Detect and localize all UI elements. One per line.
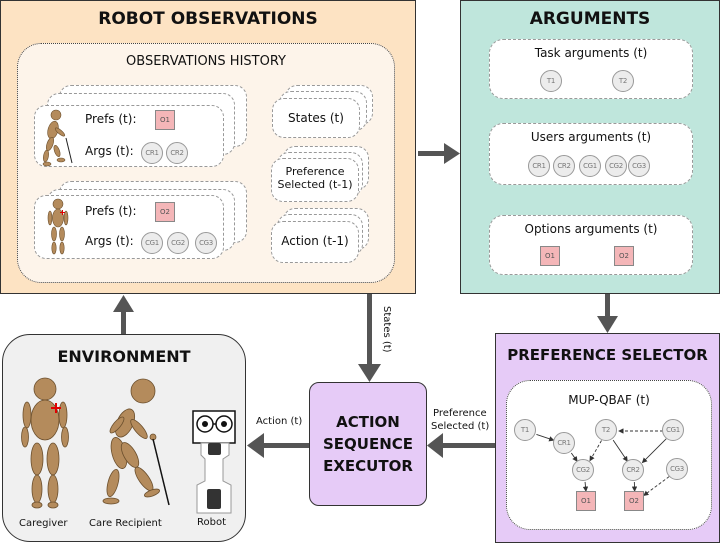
task-node-t2: T2 xyxy=(612,70,634,92)
task-node-t1: T1 xyxy=(540,70,562,92)
user-node: CG2 xyxy=(605,155,627,177)
arguments-panel: ARGUMENTS Task arguments (t) T1 T2 Users… xyxy=(460,0,720,294)
qbaf-edge-cg2-o1 xyxy=(585,482,586,491)
observations-history-title: OBSERVATIONS HISTORY xyxy=(18,54,394,69)
qbaf-node-o2: O2 xyxy=(624,491,644,511)
arrow-to-arguments-head xyxy=(444,143,460,164)
qbaf-edge-cg1-cr2 xyxy=(642,439,666,463)
users-arguments-title: Users arguments (t) xyxy=(490,130,692,144)
user-node: CR1 xyxy=(528,155,550,177)
arrow-observe-head xyxy=(113,295,134,312)
qbaf-node-o1: O1 xyxy=(576,491,596,511)
options-arguments-title: Options arguments (t) xyxy=(490,222,692,236)
qbaf-node-cr2: CR2 xyxy=(622,459,644,481)
preference-selected-label-2: Selected (t-1) xyxy=(272,178,358,191)
preference-selected-history-card[interactable]: Preference Selected (t-1) xyxy=(271,158,359,202)
robot-observations-panel: ROBOT OBSERVATIONS OBSERVATIONS HISTORY … xyxy=(0,0,416,294)
args-label: Args (t): xyxy=(85,144,134,158)
arg-node: CG3 xyxy=(195,232,217,254)
arrow-to-selector-head xyxy=(597,316,618,333)
caregiver-label: Caregiver xyxy=(19,518,67,529)
users-arguments-box: Users arguments (t) CR1 CR2 CG1 CG2 CG3 xyxy=(489,123,693,185)
caregiver-history-card[interactable]: Prefs (t): O2 Args (t): CG1 CG2 CG3 xyxy=(34,195,224,259)
preference-selected-label: Preference xyxy=(272,165,358,178)
environment-panel: ENVIRONMENT xyxy=(2,334,246,542)
task-arguments-title: Task arguments (t) xyxy=(490,46,692,60)
prefs-label: Prefs (t): xyxy=(85,204,136,218)
qbaf-node-t2: T2 xyxy=(595,419,617,441)
states-history-card[interactable]: States (t) xyxy=(272,98,360,138)
qbaf-edge-cg3-o2 xyxy=(644,477,669,496)
arrow-action xyxy=(262,443,309,448)
robot-icon xyxy=(191,409,239,519)
executor-line-1: ACTION xyxy=(310,413,426,431)
arrow-preference-head xyxy=(427,433,443,458)
arrow-to-selector xyxy=(605,294,610,318)
user-node: CG1 xyxy=(579,155,601,177)
executor-line-2: SEQUENCE xyxy=(310,435,426,453)
arrow-to-arguments xyxy=(418,151,448,156)
preference-flow-label: Preference xyxy=(433,408,487,419)
caregiver-figure-icon xyxy=(15,377,75,517)
options-arguments-box: Options arguments (t) O1 O2 xyxy=(489,215,693,275)
qbaf-edge-t2-cr2 xyxy=(613,440,627,461)
arg-node: CG2 xyxy=(167,232,189,254)
robot-label: Robot xyxy=(197,517,226,528)
action-flow-label: Action (t) xyxy=(256,416,302,427)
preference-flow-label-2: Selected (t) xyxy=(431,421,489,432)
robot-observations-title: ROBOT OBSERVATIONS xyxy=(1,9,415,29)
executor-line-3: EXECUTOR xyxy=(310,457,426,475)
qbaf-node-cg2: CG2 xyxy=(572,459,594,481)
states-label: States (t) xyxy=(273,111,359,125)
care-recipient-figure-icon xyxy=(97,377,177,517)
args-label: Args (t): xyxy=(85,234,134,248)
action-sequence-executor: ACTION SEQUENCE EXECUTOR xyxy=(309,382,427,506)
arg-node: CG1 xyxy=(141,232,163,254)
environment-title: ENVIRONMENT xyxy=(3,347,245,366)
action-history-card[interactable]: Action (t-1) xyxy=(271,221,359,263)
user-node: CR2 xyxy=(553,155,575,177)
prefs-option: O1 xyxy=(155,110,175,130)
qbaf-edge-t1-cr1 xyxy=(536,434,553,440)
arg-node: CR1 xyxy=(141,142,163,164)
qbaf-node-t1: T1 xyxy=(514,419,536,441)
arrow-action-head xyxy=(247,433,264,458)
arrow-preference xyxy=(440,443,495,448)
task-arguments-box: Task arguments (t) T1 T2 xyxy=(489,39,693,99)
prefs-label: Prefs (t): xyxy=(85,112,136,126)
qbaf-edge-t2-cg2 xyxy=(590,441,602,461)
arg-node: CR2 xyxy=(166,142,188,164)
action-label: Action (t-1) xyxy=(272,234,358,248)
arguments-title: ARGUMENTS xyxy=(461,9,719,29)
arrow-states xyxy=(367,294,372,366)
states-flow-label: States (t) xyxy=(381,306,392,353)
user-node: CG3 xyxy=(628,155,650,177)
care-recipient-label: Care Recipient xyxy=(89,518,162,529)
caregiver-figure-icon xyxy=(43,198,73,258)
arrow-states-head xyxy=(358,364,381,382)
qbaf-node-cg1: CG1 xyxy=(662,419,684,441)
qbaf-node-cr1: CR1 xyxy=(553,432,575,454)
care-recipient-figure-icon xyxy=(38,108,78,168)
arrow-observe xyxy=(121,310,126,334)
prefs-option: O2 xyxy=(155,202,175,222)
qbaf-node-cg3: CG3 xyxy=(666,458,688,480)
care-recipient-history-card[interactable]: Prefs (t): O1 Args (t): CR1 CR2 xyxy=(34,105,224,167)
option-node-o1: O1 xyxy=(540,246,560,266)
preference-selector-panel: PREFERENCE SELECTOR MUP-QBAF (t) T1 CR1 … xyxy=(495,333,720,543)
option-node-o2: O2 xyxy=(614,246,634,266)
